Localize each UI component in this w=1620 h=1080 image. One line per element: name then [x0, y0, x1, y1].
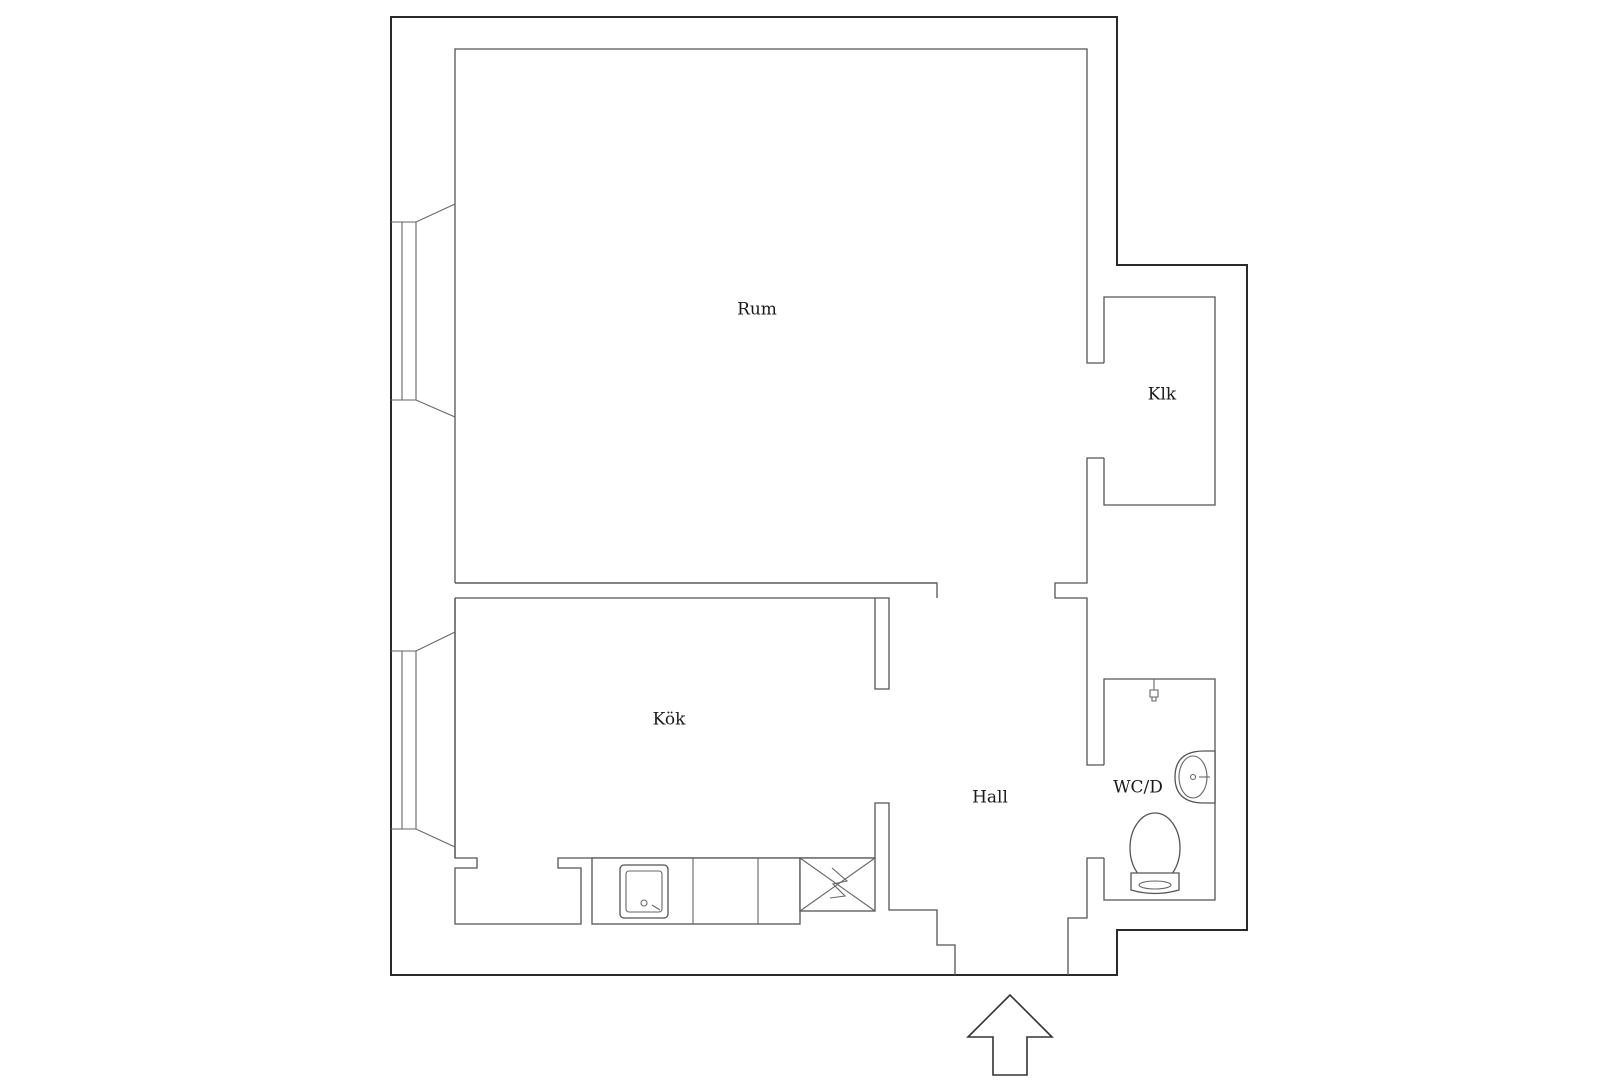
room-label-rum: Rum — [737, 300, 777, 320]
window-rum — [391, 203, 456, 418]
rum-hall-wall — [455, 582, 938, 598]
toilet-icon — [1129, 812, 1181, 895]
rum-room-wall — [454, 48, 1104, 975]
exterior-wall — [390, 16, 1248, 976]
klk-closet-wall — [1103, 296, 1216, 506]
room-label-kok: Kök — [653, 710, 686, 730]
kitchen-sink-icon — [619, 864, 669, 919]
entrance-arrow-icon — [966, 993, 1054, 1076]
kok-kitchen-wall — [454, 597, 956, 975]
washbasin-icon — [1174, 750, 1216, 804]
room-label-hall: Hall — [972, 788, 1008, 808]
wall-tap-icon — [1149, 679, 1159, 702]
room-label-klk: Klk — [1148, 385, 1177, 405]
stove-icon — [799, 857, 876, 912]
window-kok — [391, 631, 456, 848]
room-label-wcd: WC/D — [1113, 778, 1163, 798]
